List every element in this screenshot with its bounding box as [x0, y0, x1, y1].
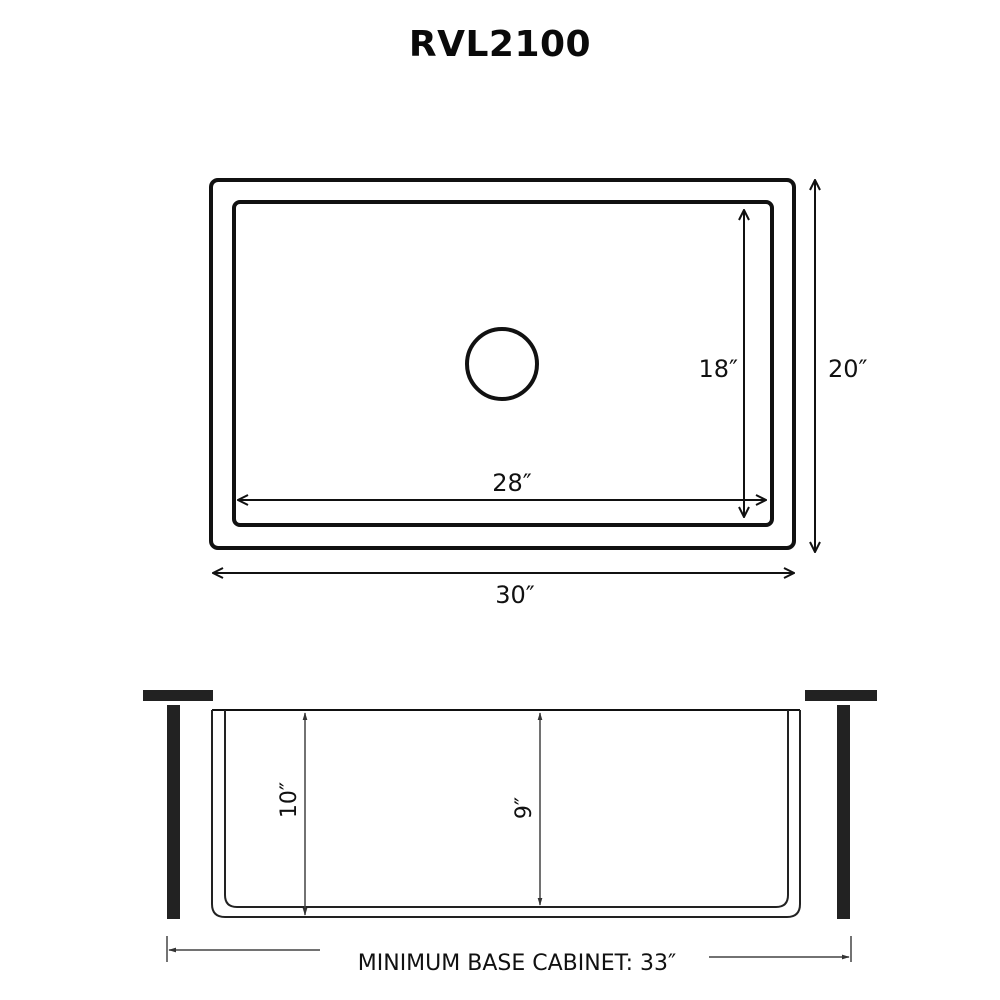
- side-view: 10″ 9″ MINIMUM BASE CABINET: 33″: [143, 690, 877, 976]
- countertop-right: [805, 690, 877, 701]
- sink-outer-rim: [209, 178, 796, 550]
- model-title: RVL2100: [408, 24, 592, 65]
- min-cabinet-label: MINIMUM BASE CABINET: 33″: [358, 951, 676, 976]
- top-view: 18″ 28″ 20″ 30″: [209, 178, 868, 609]
- sink-inner-bowl: [232, 200, 774, 527]
- cabinet-wall-left: [167, 705, 180, 919]
- outer-width-label: 30″: [495, 581, 535, 609]
- sink-outer-profile: [211, 710, 801, 918]
- inner-depth-label: 18″: [698, 355, 738, 383]
- inner-width-label: 28″: [492, 469, 532, 497]
- countertop-left: [143, 690, 213, 701]
- bowl-depth-label: 9″: [512, 797, 537, 819]
- drain-icon: [465, 327, 539, 401]
- sink-inner-profile: [224, 710, 789, 908]
- overall-depth-label: 10″: [277, 782, 302, 818]
- cabinet-wall-right: [837, 705, 850, 919]
- outer-depth-label: 20″: [828, 355, 868, 383]
